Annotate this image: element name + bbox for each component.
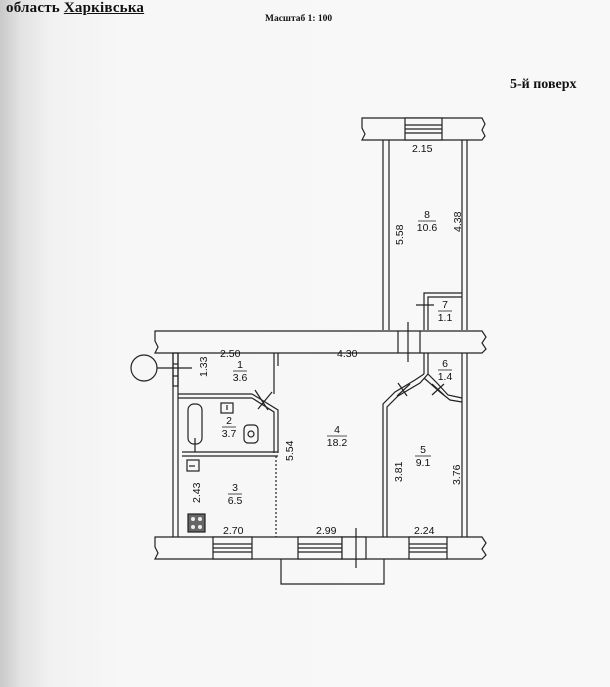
room-labels: 8 10.6 7 1.1 1 3.6 6 1.4 2 3.7 4 18.2 (222, 209, 453, 507)
svg-text:7: 7 (442, 299, 448, 311)
svg-text:3.7: 3.7 (222, 428, 237, 440)
room-4-label: 4 18.2 (327, 424, 348, 449)
entrance (130, 352, 192, 387)
interior-walls-left (178, 353, 279, 537)
svg-text:9.1: 9.1 (416, 457, 431, 469)
svg-text:18.2: 18.2 (327, 437, 348, 449)
dim-2-50: 2.50 (220, 348, 241, 360)
floor-label: 5-й поверх (510, 77, 577, 92)
room-1-label: 1 3.6 (233, 359, 248, 384)
svg-text:6: 6 (442, 358, 448, 370)
svg-text:5: 5 (420, 444, 426, 456)
dim-2-24: 2.24 (414, 525, 435, 537)
dim-2-99: 2.99 (316, 525, 337, 537)
svg-text:3: 3 (232, 482, 238, 494)
svg-text:1.1: 1.1 (438, 312, 453, 324)
dim-2-70: 2.70 (223, 525, 244, 537)
dim-1-33: 1.33 (198, 356, 210, 377)
room-6-label: 6 1.4 (438, 358, 453, 383)
room-8-label: 8 10.6 (417, 209, 438, 234)
svg-text:8: 8 (424, 209, 430, 221)
svg-text:2: 2 (226, 415, 232, 427)
dim-5-54: 5.54 (284, 440, 296, 461)
room-3-label: 3 6.5 (228, 482, 243, 507)
region-name: Харківська (63, 0, 145, 16)
dim-2-15: 2.15 (412, 143, 433, 155)
dim-4-38: 4.38 (452, 211, 464, 232)
dim-2-43: 2.43 (191, 482, 203, 503)
room-7-label: 7 1.1 (438, 299, 453, 324)
region-title: область Харківська (6, 0, 144, 17)
svg-text:3.6: 3.6 (233, 372, 248, 384)
dim-3-81: 3.81 (393, 461, 405, 482)
scale-label: Масштаб 1: 100 (265, 14, 333, 24)
lower-block-walls (154, 353, 487, 585)
dimension-labels: 2.15 5.58 4.38 2.50 4.30 1.33 5.54 2.43 … (191, 143, 464, 537)
dim-4-30: 4.30 (337, 348, 358, 360)
region-prefix: область (6, 0, 60, 16)
dim-5-58: 5.58 (394, 224, 406, 245)
room-2-label: 2 3.7 (222, 415, 237, 440)
dim-3-76: 3.76 (451, 464, 463, 485)
interior-walls-right (382, 353, 463, 537)
svg-text:1.4: 1.4 (438, 371, 453, 383)
svg-text:4: 4 (334, 424, 340, 436)
main-wall-band (154, 322, 487, 362)
upper-wing-walls (361, 117, 486, 330)
room-5-label: 5 9.1 (415, 444, 431, 469)
svg-text:1: 1 (237, 359, 243, 371)
svg-text:10.6: 10.6 (417, 222, 438, 234)
svg-text:6.5: 6.5 (228, 495, 243, 507)
